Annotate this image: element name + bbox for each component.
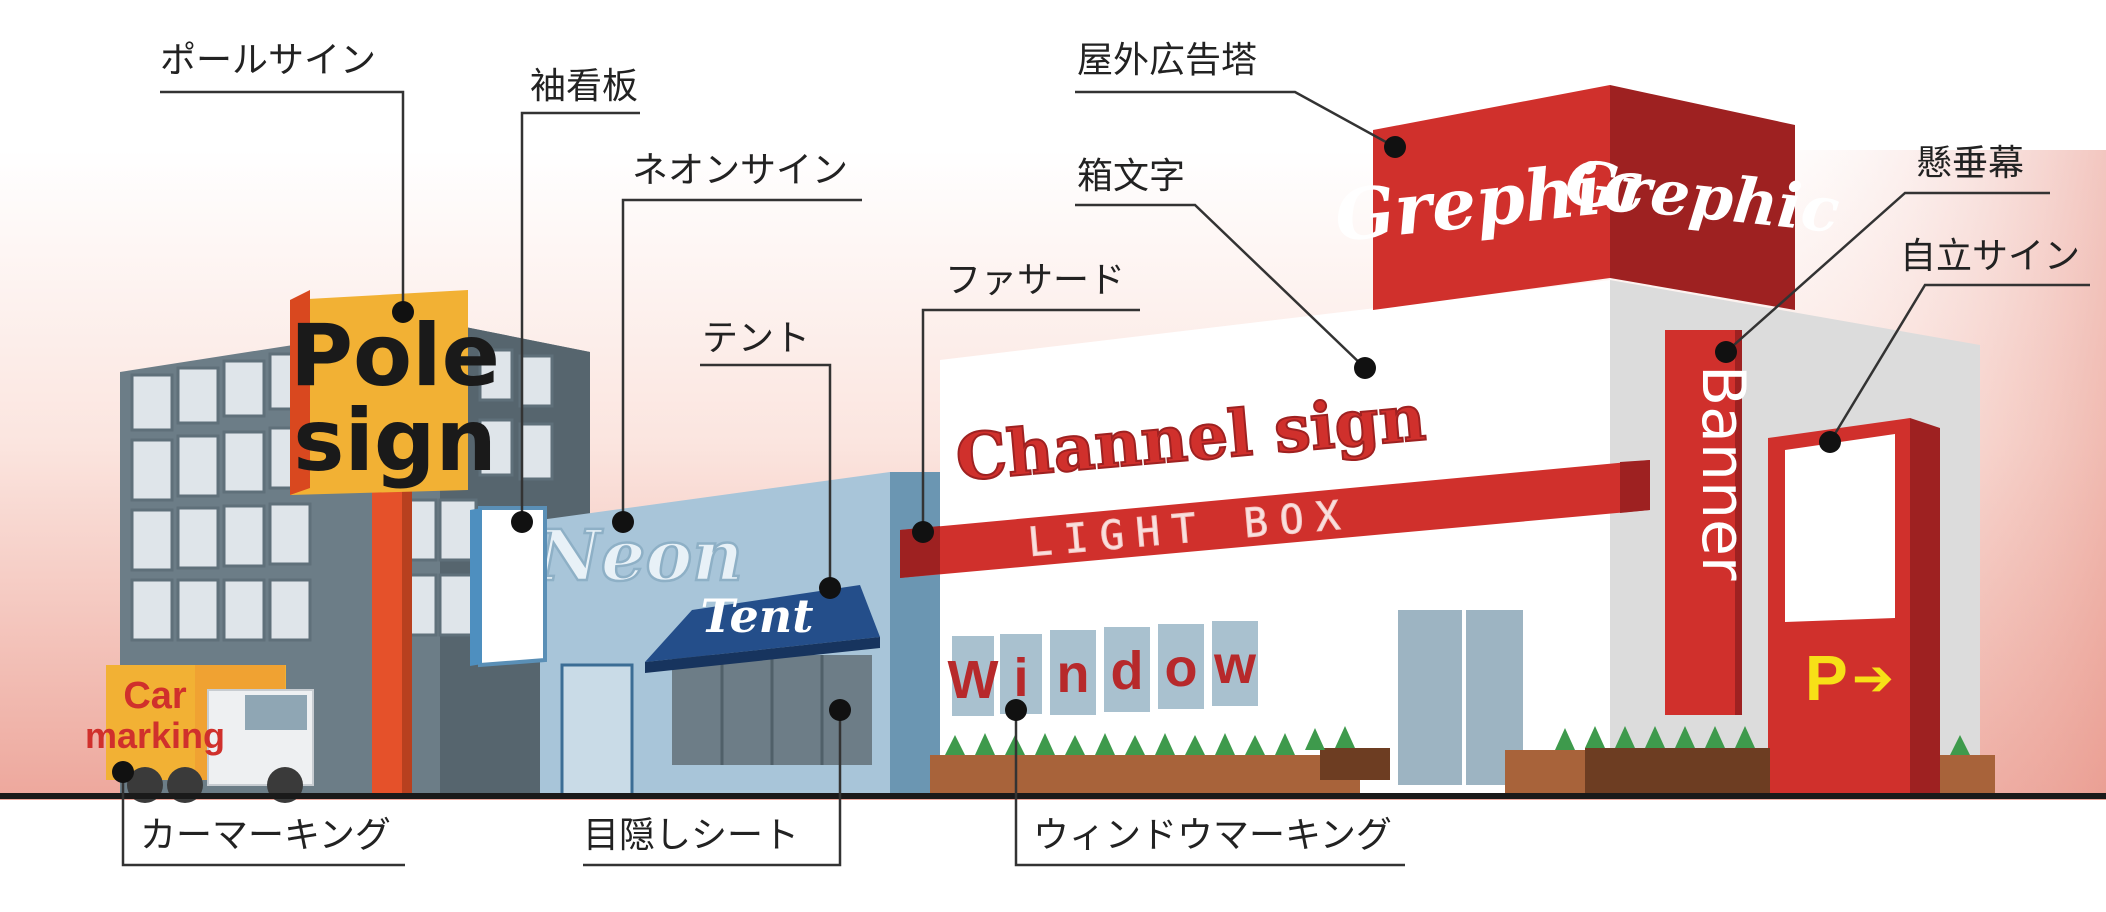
car-marking-line1: Car bbox=[123, 675, 187, 717]
pole-sign-line1: Pole bbox=[290, 306, 500, 406]
parking-letter: P bbox=[1805, 642, 1848, 714]
label-facade: ファサード bbox=[945, 260, 1125, 301]
parking-arrow: ➔ bbox=[1852, 649, 1894, 707]
neon-shop: Neon Tent bbox=[470, 472, 950, 797]
label-projecting-sign: 袖看板 bbox=[530, 66, 638, 107]
car-marking-line2: marking bbox=[85, 715, 225, 756]
label-neon-sign: ネオンサイン bbox=[632, 150, 848, 191]
label-rooftop-tower: 屋外広告塔 bbox=[1077, 40, 1257, 81]
ground-line bbox=[0, 793, 2106, 799]
window-letter-3: n bbox=[1057, 644, 1090, 704]
label-freestanding-sign: 自立サイン bbox=[1900, 236, 2080, 277]
banner-text: Banner bbox=[1688, 365, 1758, 581]
neon-sign-text: Neon bbox=[535, 514, 743, 597]
hanging-banner: Banner bbox=[1665, 330, 1758, 715]
rooftop-tower: Grephic Grephic bbox=[1331, 85, 1843, 310]
window-letter-2: i bbox=[1013, 648, 1028, 708]
label-car-marking: カーマーキング bbox=[140, 815, 391, 856]
label-channel-letters: 箱文字 bbox=[1077, 156, 1185, 197]
pole-sign: Pole sign bbox=[290, 290, 500, 795]
callout-labels: ポールサイン 袖看板 ネオンサイン テント ファサード 箱文字 屋外広告塔 懸垂… bbox=[140, 40, 2080, 856]
window-letter-6: w bbox=[1213, 635, 1257, 695]
label-tent: テント bbox=[702, 318, 810, 359]
projecting-sign-panel bbox=[478, 506, 547, 668]
window-letter-5: o bbox=[1165, 638, 1198, 698]
label-privacy-sheet: 目隠しシート bbox=[583, 815, 799, 856]
window-letter-4: d bbox=[1111, 641, 1144, 701]
tent-awning bbox=[645, 585, 880, 662]
lightbox-fascia bbox=[900, 460, 1650, 578]
pole-sign-line2: sign bbox=[293, 391, 496, 491]
callout-leaders bbox=[112, 90, 2090, 867]
window-letter-group: W i n d o w bbox=[948, 635, 1257, 710]
label-window-marking: ウィンドウマーキング bbox=[1033, 815, 1392, 856]
label-pole-sign: ポールサイン bbox=[160, 40, 376, 81]
planters bbox=[930, 726, 1995, 795]
tent-sign-text: Tent bbox=[701, 589, 814, 643]
freestanding-sign: P ➔ bbox=[1768, 418, 1940, 795]
label-hanging-banner: 懸垂幕 bbox=[1916, 143, 2024, 184]
window-letter-1: W bbox=[948, 650, 999, 710]
